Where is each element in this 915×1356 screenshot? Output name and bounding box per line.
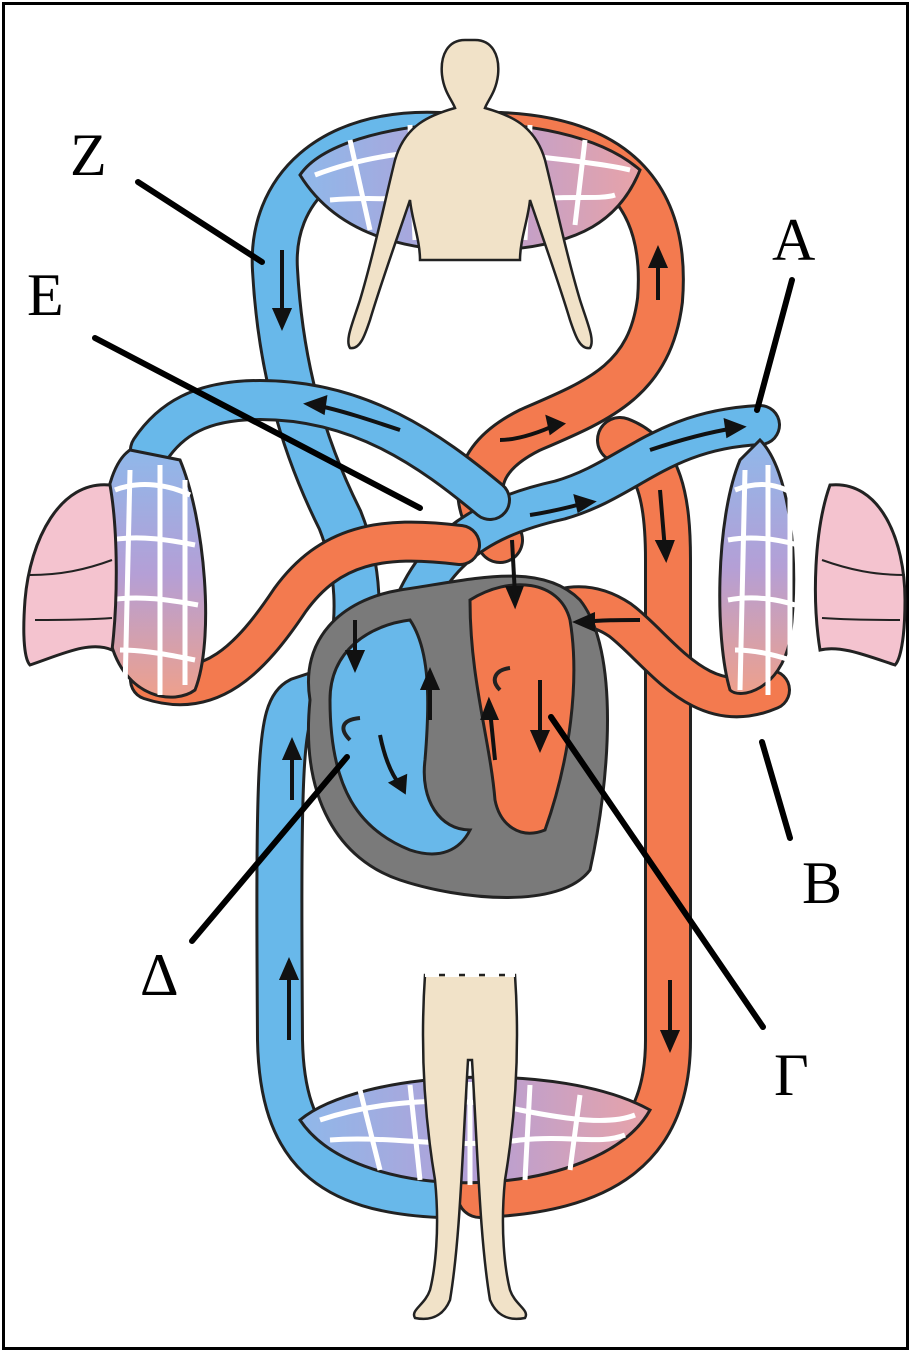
label-Gamma: Γ <box>774 1045 809 1105</box>
pointer-A <box>757 280 792 410</box>
label-B: B <box>802 853 842 913</box>
label-E: E <box>27 265 64 325</box>
pointer-Z <box>138 182 262 262</box>
label-Z: Z <box>70 125 107 185</box>
label-Delta: Δ <box>140 945 179 1005</box>
label-A: A <box>772 210 815 270</box>
pointer-B <box>762 742 790 838</box>
